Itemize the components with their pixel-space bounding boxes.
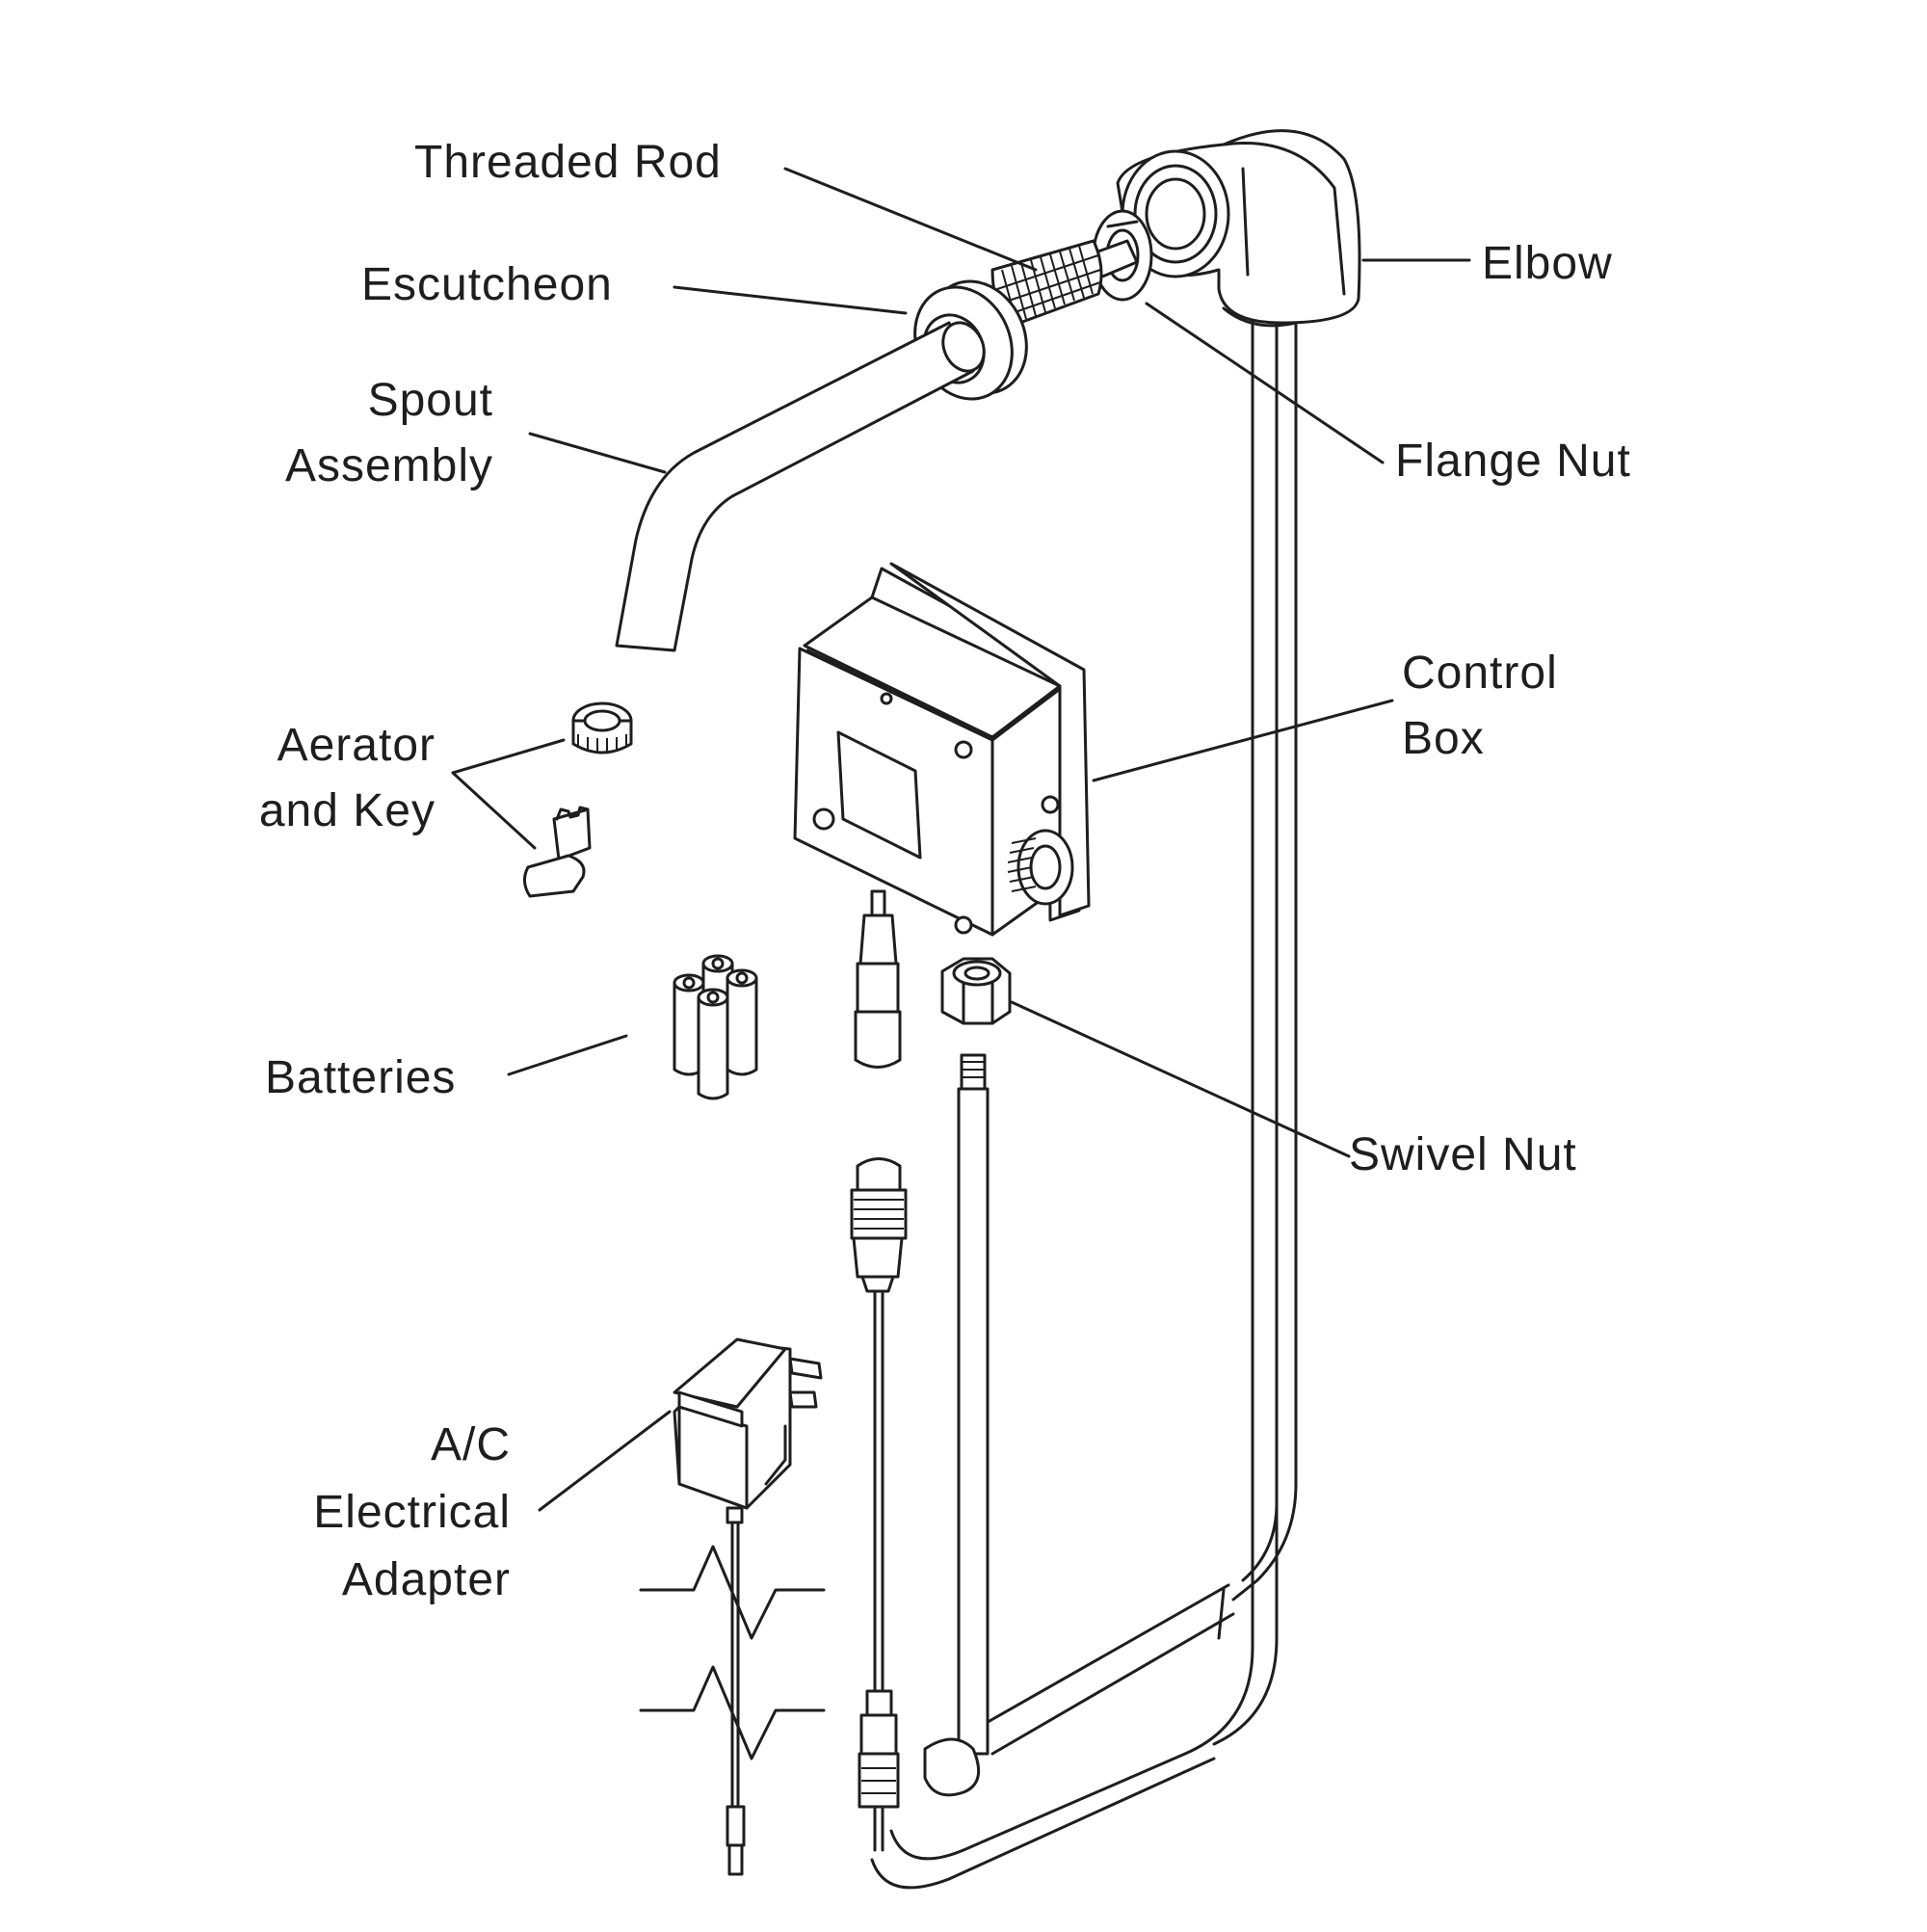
batteries-part — [673, 954, 758, 1100]
control-box-part — [793, 562, 1091, 937]
cable-break-upper — [639, 1545, 826, 1640]
elbow-part — [1116, 129, 1361, 328]
leader-escutcheon — [673, 285, 908, 315]
label-control-line2: Box — [1402, 713, 1485, 764]
leader-flange-nut — [1145, 302, 1385, 464]
leader-spout — [528, 432, 667, 474]
aerator-part — [571, 701, 633, 754]
label-batteries: Batteries — [265, 1045, 456, 1111]
leader-control-box — [1092, 699, 1394, 782]
label-aerator-and-key: Aerator and Key — [241, 713, 436, 844]
label-elbow-text: Elbow — [1482, 238, 1613, 289]
ac-adapter-part — [673, 1337, 823, 1876]
label-elbow: Elbow — [1482, 231, 1613, 297]
label-flange-nut-text: Flange Nut — [1395, 436, 1631, 487]
cable-break-lower — [639, 1665, 826, 1760]
control-box-coil — [1007, 829, 1074, 906]
label-threaded-rod: Threaded Rod — [414, 130, 722, 196]
label-control-box: Control Box — [1402, 641, 1558, 772]
extension-cable — [850, 1157, 908, 1852]
key-part — [523, 806, 592, 898]
label-spout-line2: Assembly — [284, 440, 493, 491]
leader-aerator — [451, 738, 566, 775]
label-spout-line1: Spout — [367, 375, 493, 426]
label-swivel-nut-text: Swivel Nut — [1349, 1129, 1577, 1180]
leader-key — [451, 771, 537, 850]
spout-part — [615, 321, 986, 652]
swivel-nut-part — [940, 957, 1012, 1025]
leader-batteries — [507, 1034, 628, 1076]
supply-hose — [870, 316, 1298, 1890]
label-escutcheon: Escutcheon — [361, 252, 613, 318]
label-spout-assembly: Spout Assembly — [241, 368, 493, 499]
label-ac-adapter: A/C Electrical Adapter — [251, 1412, 511, 1614]
leader-threaded-rod — [783, 167, 1038, 272]
label-aerator-line1: Aerator — [277, 720, 436, 771]
label-escutcheon-text: Escutcheon — [361, 259, 613, 310]
label-control-line1: Control — [1402, 648, 1558, 699]
leader-ac-adapter — [538, 1410, 672, 1512]
label-adapter-line2: Electrical — [313, 1487, 511, 1538]
supply-tube-part — [923, 1053, 990, 1797]
control-box-cable — [854, 889, 902, 1069]
leader-lines — [451, 167, 1471, 1512]
label-adapter-line1: A/C — [430, 1419, 511, 1470]
label-swivel-nut: Swivel Nut — [1349, 1123, 1577, 1188]
label-batteries-text: Batteries — [265, 1052, 457, 1103]
label-threaded-rod-text: Threaded Rod — [414, 137, 722, 188]
label-flange-nut: Flange Nut — [1395, 429, 1631, 494]
leader-swivel-nut — [1010, 1000, 1351, 1158]
label-aerator-line2: and Key — [258, 785, 436, 836]
label-adapter-line3: Adapter — [341, 1554, 511, 1605]
